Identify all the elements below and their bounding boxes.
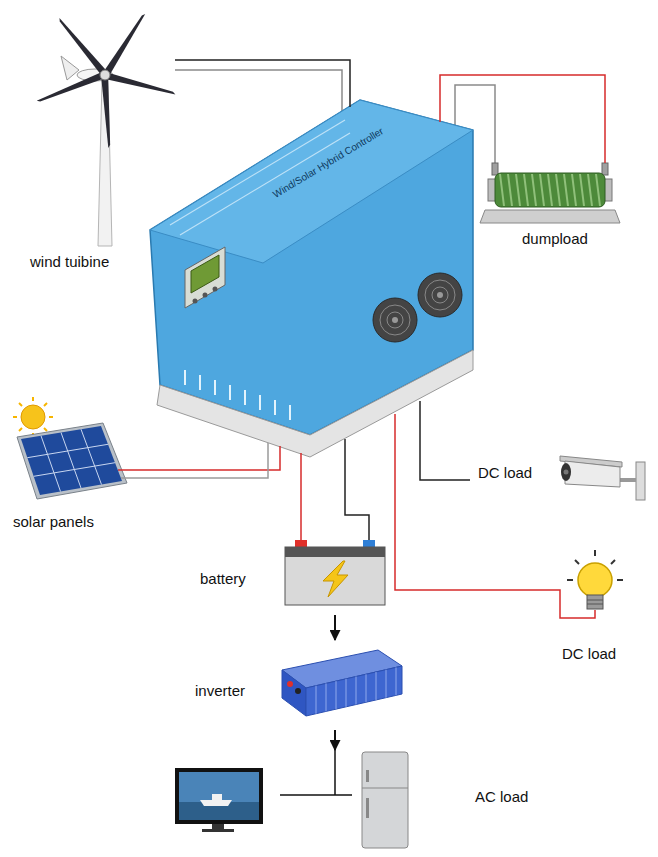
component-label: DC load <box>478 464 532 482</box>
battery-node: battery <box>195 535 385 615</box>
ac-load-picture <box>175 750 408 848</box>
component-label: dumpload <box>522 230 588 248</box>
component-label: inverter <box>195 682 245 700</box>
solar-node: solar panels <box>5 395 140 545</box>
turbine-node: wind tuibine <box>5 0 175 280</box>
ac-load-node: AC load <box>170 750 570 852</box>
wire <box>395 460 540 590</box>
dc-load-node: DC load <box>470 450 650 510</box>
flow-arrow <box>334 615 336 640</box>
dumpload-node: dumpload <box>470 155 645 260</box>
component-label: wind tuibine <box>30 253 109 271</box>
controller-housing <box>150 95 473 460</box>
dc-load-node: DC load <box>540 550 650 675</box>
component-label: solar panels <box>13 513 94 531</box>
inverter-node: inverter <box>190 640 405 730</box>
resistor-picture <box>480 155 620 223</box>
controller-node: Wind/Solar Hybrid Controller <box>145 95 475 460</box>
bulb-picture <box>540 550 623 618</box>
wire <box>140 460 280 470</box>
wire <box>300 460 302 535</box>
camera-picture <box>560 456 645 500</box>
secondary-wires <box>140 70 495 540</box>
wind-turbine-picture <box>35 12 176 246</box>
component-label: AC load <box>475 788 528 806</box>
wire <box>175 60 350 95</box>
inverter-picture <box>282 650 402 716</box>
battery-picture <box>285 535 385 605</box>
wire <box>420 460 470 480</box>
component-label: DC load <box>562 645 616 663</box>
component-label: Wind/Solar Hybrid Controller <box>271 125 386 201</box>
flow-arrow <box>334 730 336 750</box>
solar-panel-picture <box>13 397 140 499</box>
component-label: battery <box>200 570 246 588</box>
